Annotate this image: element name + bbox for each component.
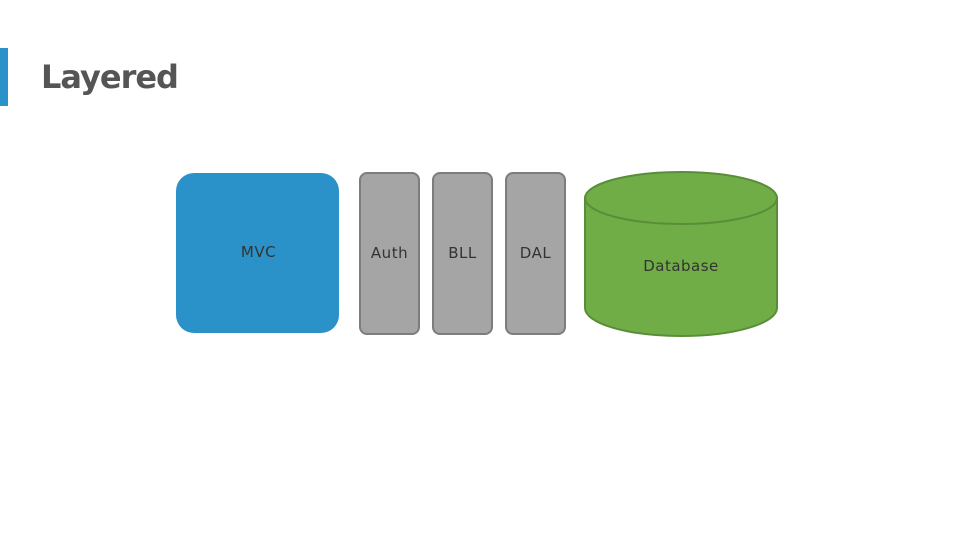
mvc-box: MVC [176, 173, 339, 333]
slide-title: Layered [41, 58, 179, 96]
title-accent-bar [0, 48, 8, 106]
bll-label: BLL [448, 243, 477, 262]
database-cylinder-top [584, 171, 778, 225]
auth-label: Auth [370, 243, 409, 262]
auth-layer-box: Auth [359, 172, 420, 335]
mvc-label: MVC [240, 242, 277, 261]
bll-layer-box: BLL [432, 172, 493, 335]
database-cylinder [584, 171, 778, 337]
dal-layer-box: DAL [505, 172, 566, 335]
dal-label: DAL [519, 243, 552, 262]
database-label: Database [643, 257, 719, 275]
database-cylinder-body [584, 197, 778, 337]
